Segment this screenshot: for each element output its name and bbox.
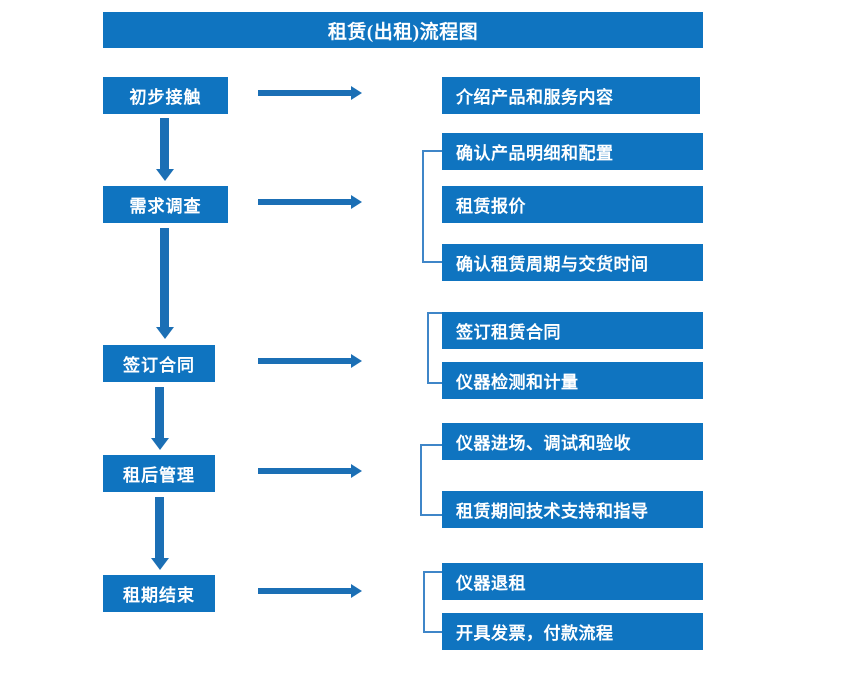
detail-box-2[interactable]: 确认产品明细和配置 <box>442 133 703 170</box>
stage-box-4[interactable]: 租后管理 <box>103 455 215 492</box>
detail-box-5[interactable]: 签订租赁合同 <box>442 312 703 349</box>
detail-box-9[interactable]: 仪器退租 <box>442 563 703 600</box>
detail-box-7[interactable]: 仪器进场、调试和验收 <box>442 423 703 460</box>
group-bracket-1 <box>422 150 442 263</box>
vertical-arrow-2 <box>160 228 169 328</box>
page-title: 租赁(出租)流程图 <box>103 12 703 48</box>
group-bracket-3 <box>420 444 442 516</box>
horizontal-arrow-4 <box>258 468 352 474</box>
stage-box-2[interactable]: 需求调查 <box>103 186 228 223</box>
horizontal-arrow-2 <box>258 199 352 205</box>
stage-box-3[interactable]: 签订合同 <box>103 345 215 382</box>
group-bracket-2 <box>427 312 443 384</box>
detail-box-10[interactable]: 开具发票，付款流程 <box>442 613 703 650</box>
vertical-arrow-4 <box>155 497 164 559</box>
detail-box-8[interactable]: 租赁期间技术支持和指导 <box>442 491 703 528</box>
stage-box-5[interactable]: 租期结束 <box>103 575 215 612</box>
vertical-arrow-3 <box>155 387 164 439</box>
vertical-arrow-1 <box>160 118 169 170</box>
detail-box-4[interactable]: 确认租赁周期与交货时间 <box>442 244 703 281</box>
group-bracket-4 <box>423 571 442 633</box>
stage-box-1[interactable]: 初步接触 <box>103 77 228 114</box>
detail-box-6[interactable]: 仪器检测和计量 <box>442 362 703 399</box>
detail-box-3[interactable]: 租赁报价 <box>442 186 703 223</box>
detail-box-1[interactable]: 介绍产品和服务内容 <box>442 77 700 114</box>
horizontal-arrow-1 <box>258 90 352 96</box>
horizontal-arrow-3 <box>258 358 352 364</box>
horizontal-arrow-5 <box>258 588 352 594</box>
